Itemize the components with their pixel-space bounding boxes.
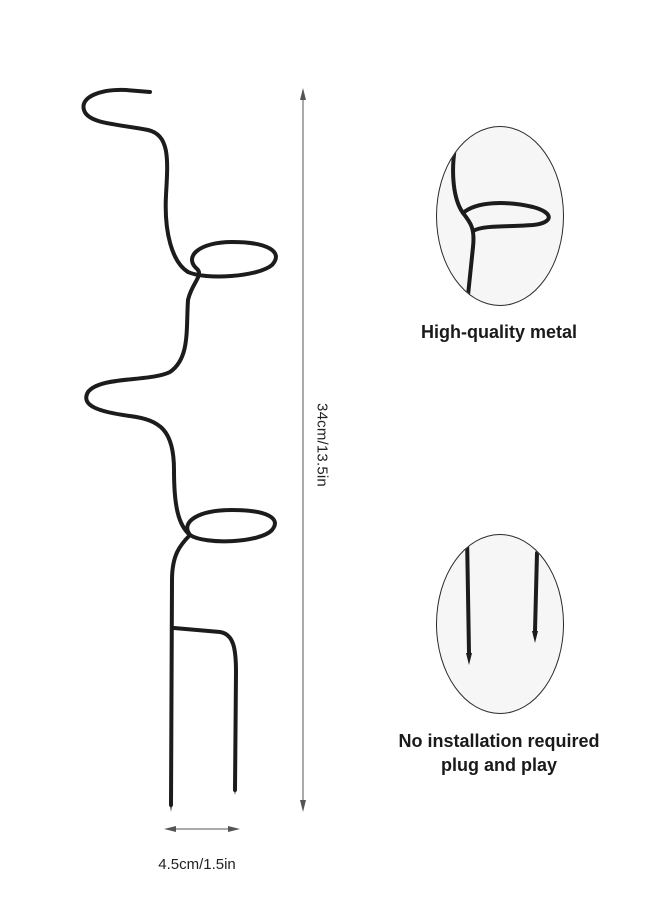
top-hook bbox=[81, 87, 190, 274]
height-arrow-bottom bbox=[300, 800, 306, 812]
metal-closeup-oval bbox=[436, 126, 564, 306]
second-prong bbox=[172, 626, 238, 792]
lower-ring bbox=[185, 508, 277, 544]
height-arrow-top bbox=[300, 88, 306, 100]
height-dimension-label: 34cm/13.5in bbox=[313, 403, 331, 487]
width-arrow-left bbox=[164, 826, 176, 832]
plug-closeup-oval bbox=[436, 534, 564, 714]
upper-ring bbox=[186, 240, 278, 302]
width-dimension-label: 4.5cm/1.5in bbox=[158, 856, 236, 873]
feature-caption-install-line2: plug and play bbox=[440, 755, 558, 775]
main-leg-tip bbox=[169, 798, 173, 812]
prong-tip bbox=[233, 784, 237, 795]
width-arrow-right bbox=[228, 826, 240, 832]
feature-caption-install-line1: No installation required bbox=[398, 731, 600, 751]
feature-caption-metal: High-quality metal bbox=[420, 322, 578, 342]
middle-section bbox=[84, 298, 192, 537]
main-leg bbox=[169, 533, 192, 807]
prongs-closeup-icon bbox=[465, 535, 539, 665]
ring-closeup-icon bbox=[451, 145, 551, 305]
